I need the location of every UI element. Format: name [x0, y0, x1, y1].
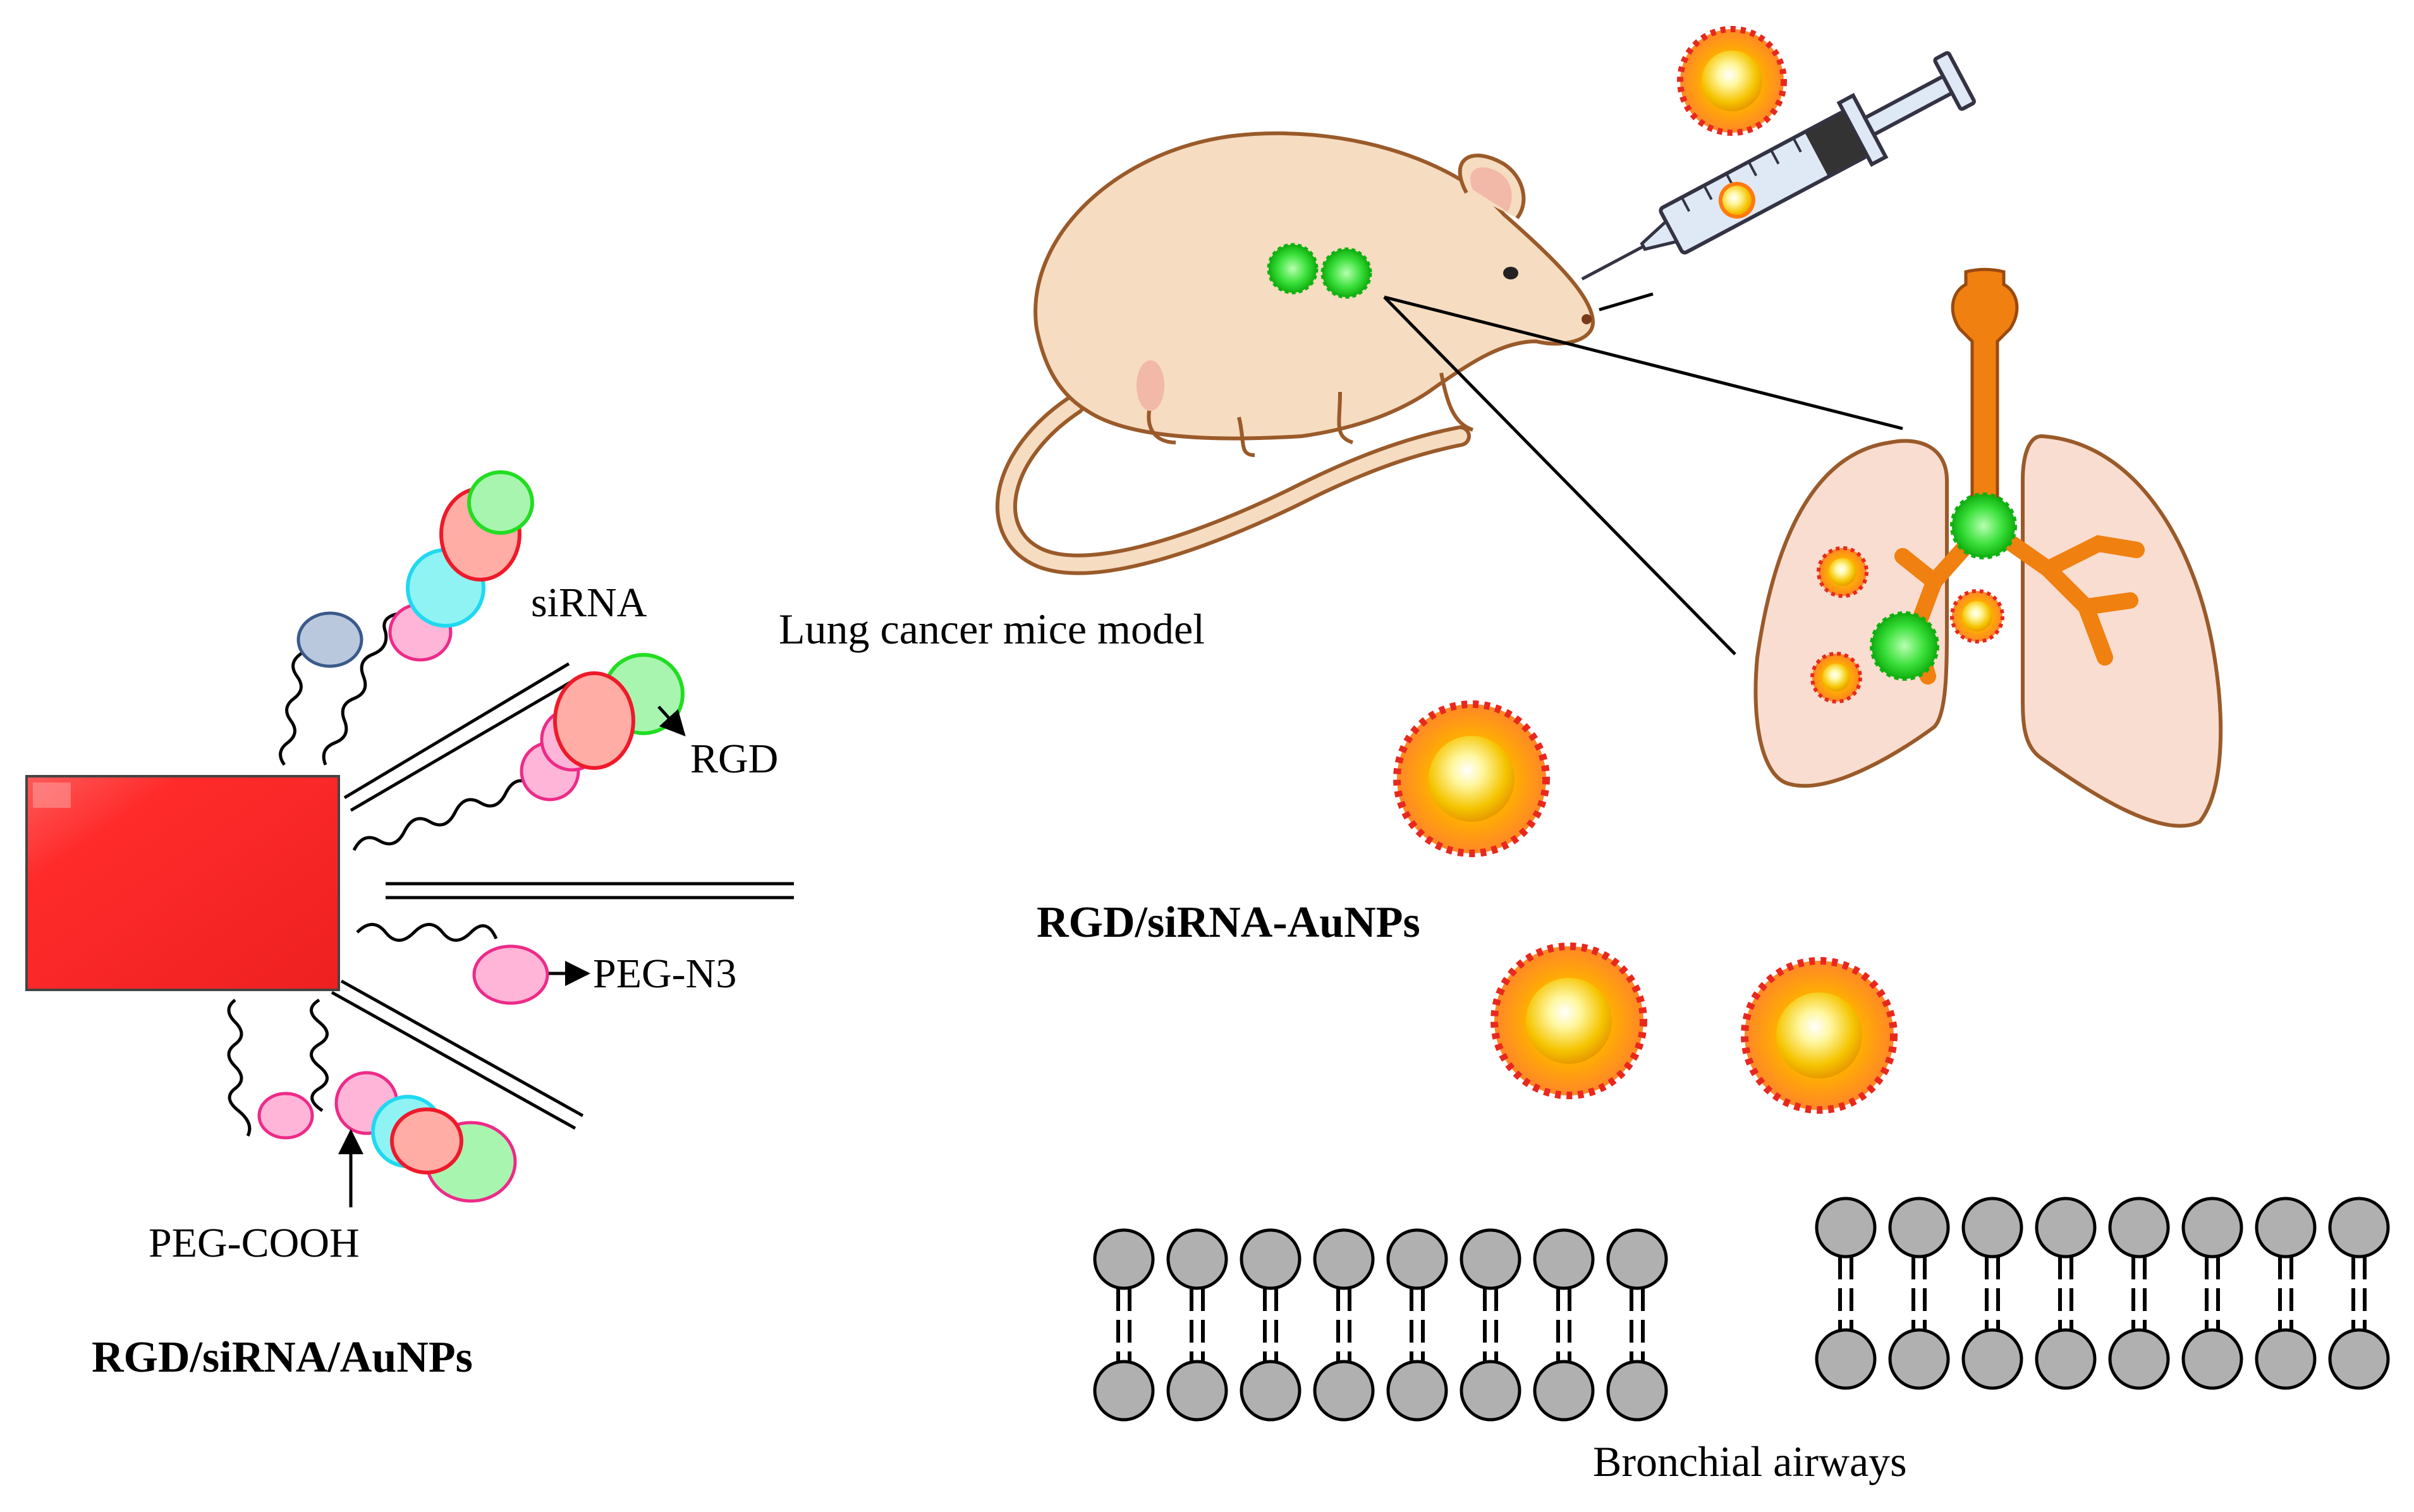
lipid-icon — [1460, 1228, 1521, 1422]
syringe-icon — [1581, 51, 1976, 281]
lipid-icon — [1815, 1197, 1877, 1390]
lipid-icon — [1166, 1228, 1228, 1422]
peg-n3-bead — [472, 944, 549, 1005]
zoom-lines — [1383, 292, 1903, 655]
lipid-icon — [1888, 1197, 1950, 1390]
gold-nanoparticle-icon — [1393, 26, 1898, 1114]
lipid-icon — [2255, 1197, 2317, 1390]
peg-cooh-label: PEG-COOH — [149, 1220, 360, 1266]
rgd-label: RGD — [690, 736, 778, 782]
lungs-icon — [1753, 267, 2223, 828]
bronchial-label: Bronchial airways — [1593, 1437, 1907, 1485]
gold-nanoparticle-icon — [1810, 546, 2004, 704]
tumor-cell-icon — [1267, 243, 1372, 299]
construct-diagram: siRNA RGD PEG-N3 PEG-COOH RGD/siRNA/AuNP… — [25, 470, 794, 1382]
sirna-duplex-lines — [331, 662, 794, 1130]
lipid-icon — [2035, 1197, 2097, 1390]
sirna-label: siRNA — [531, 580, 647, 626]
lipid-icon — [1093, 1228, 1155, 1422]
lipid-icon — [1961, 1197, 2023, 1390]
bronchial-bilayer — [1093, 1197, 2390, 1422]
lipid-icon — [1386, 1228, 1448, 1422]
lipid-icon — [2108, 1197, 2170, 1390]
capping-bead — [296, 611, 363, 668]
lipid-icon — [1240, 1228, 1301, 1422]
rgd-arrow — [657, 705, 686, 736]
mouse-icon — [996, 131, 1595, 575]
mouse-model-label: Lung cancer mice model — [779, 605, 1205, 653]
lipid-icon — [2181, 1197, 2243, 1390]
lipid-icon — [1606, 1228, 1668, 1422]
lipid-icon — [1533, 1228, 1595, 1422]
tumor-cell-icon — [1870, 492, 2017, 681]
nanoparticle-title: RGD/siRNA-AuNPs — [1037, 898, 1420, 947]
lipid-icon — [2328, 1197, 2390, 1390]
gold-surface-block — [25, 775, 340, 991]
construct-title: RGD/siRNA/AuNPs — [92, 1333, 473, 1382]
lipid-icon — [1313, 1228, 1375, 1422]
peg-n3-label: PEG-N3 — [593, 951, 736, 997]
